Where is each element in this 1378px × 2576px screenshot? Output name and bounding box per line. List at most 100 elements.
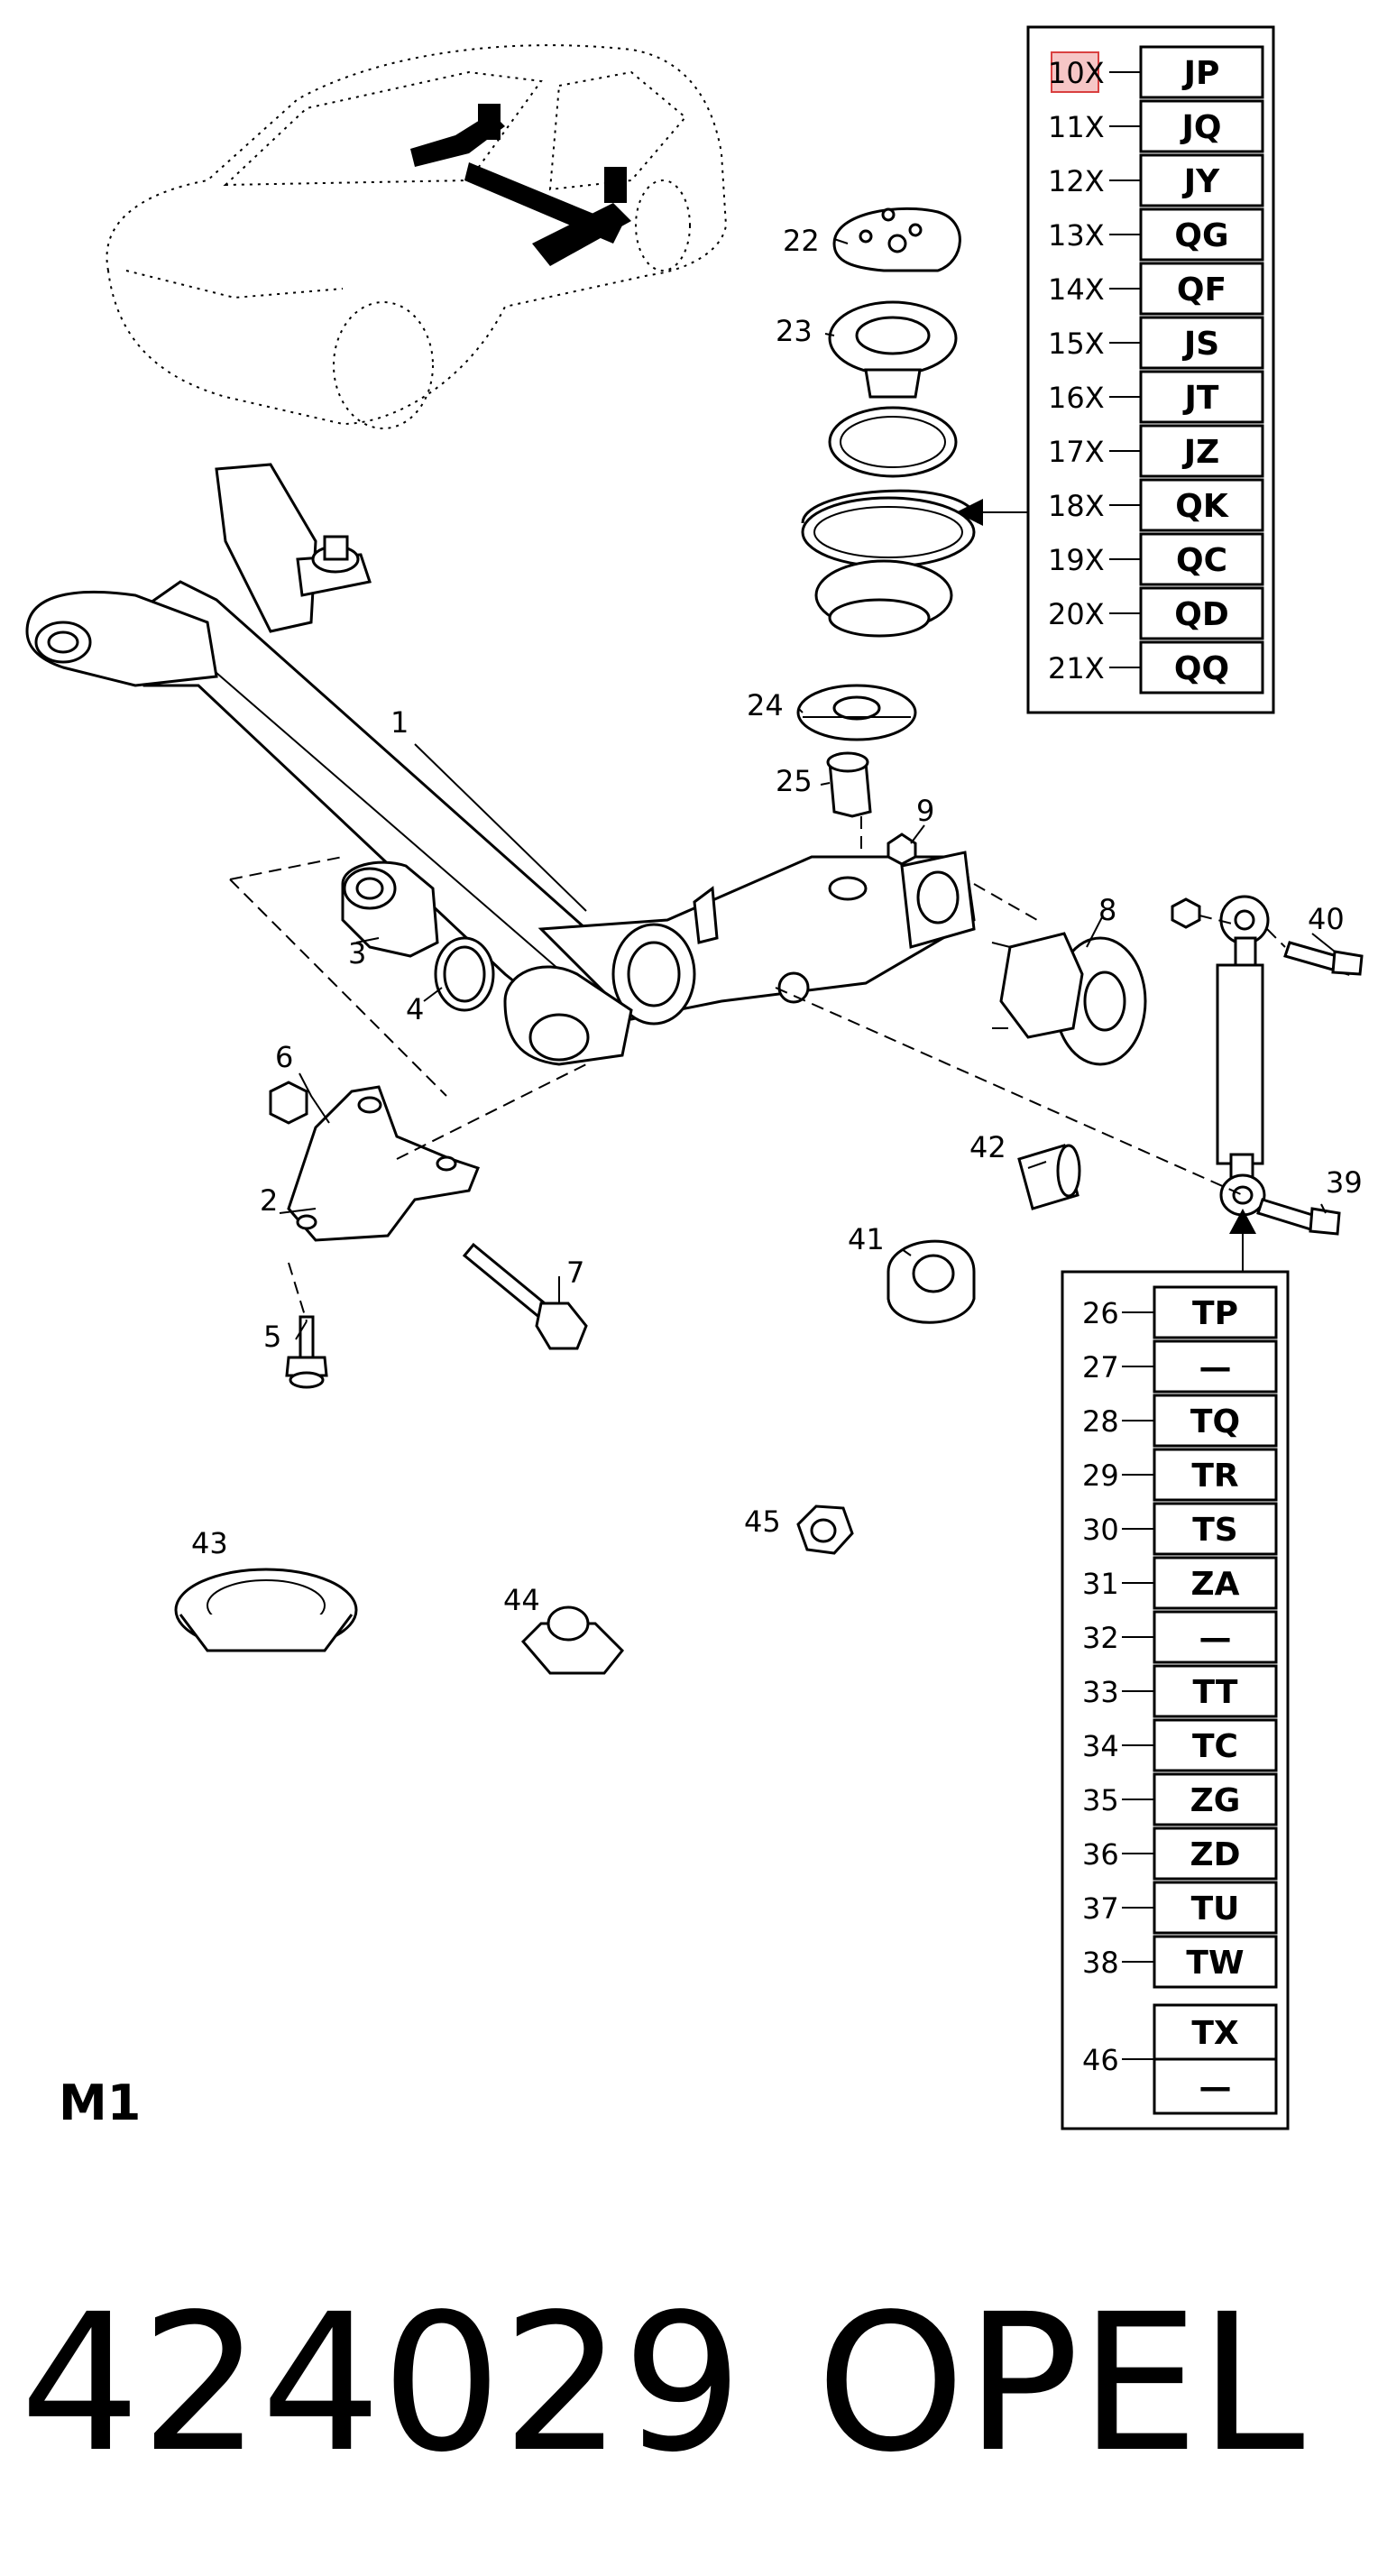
shock-table-row: 34 TC <box>1082 1718 1278 1772</box>
spring-ref: 15X <box>1048 327 1105 361</box>
sleeve-42 <box>1017 1144 1081 1210</box>
coil-spring <box>801 406 980 638</box>
spring-code: JT <box>1182 380 1219 417</box>
spring-code-cell <box>1139 532 1264 586</box>
shock-ref: 27 <box>1082 1350 1119 1385</box>
spring-code-cell <box>1139 316 1264 370</box>
cap-43 <box>174 1568 358 1652</box>
callout-5: 5 <box>263 1320 281 1354</box>
shock-code-cell <box>1153 1610 1278 1664</box>
shock-code: TC <box>1192 1728 1238 1765</box>
bolt-39 <box>1256 1198 1341 1236</box>
shock-code-cell <box>1153 1664 1278 1718</box>
rear-axle-beam <box>25 463 976 1066</box>
section-mark: M1 <box>59 2075 141 2131</box>
arrow-shock-table <box>1229 1209 1256 1272</box>
shock-code-cell <box>1153 1502 1278 1556</box>
shock-code: TW <box>1186 1945 1244 1982</box>
spring-ref: 12X <box>1048 164 1105 198</box>
spring-table-row: 19X QC <box>1048 532 1264 586</box>
shock-ref: 29 <box>1082 1458 1119 1493</box>
shock-code-cell <box>1153 1772 1278 1826</box>
spring-ref: 11X <box>1048 110 1105 144</box>
spring-ref: 10X <box>1048 56 1105 90</box>
spring-code: JS <box>1181 326 1219 363</box>
shock-code-cell <box>1153 1718 1278 1772</box>
spring-code-cell <box>1139 370 1264 424</box>
footer-brand: OPEL <box>816 2273 1305 2494</box>
shock-code: — <box>1199 1349 1232 1386</box>
shock-extra-code: — <box>1199 2069 1232 2106</box>
spring-mount-23 <box>828 300 958 399</box>
shock-code: TR <box>1191 1458 1238 1495</box>
leader-lines <box>229 238 1336 1340</box>
spring-code: QD <box>1174 596 1229 633</box>
spring-code: QG <box>1174 217 1228 254</box>
bump-stop-25 <box>826 751 872 818</box>
spring-seat-22 <box>832 207 961 272</box>
shock-ref: 32 <box>1082 1621 1119 1655</box>
bracket-2 <box>287 1085 480 1242</box>
shock-table-row: 32— <box>1082 1610 1278 1664</box>
car-illustration <box>106 44 728 429</box>
shock-table-row: 27 — <box>1082 1339 1278 1394</box>
spring-code-cell <box>1139 262 1264 316</box>
shock-code-cell <box>1153 1826 1278 1881</box>
arrow-spring-table <box>956 499 1028 526</box>
shock-code-cell <box>1153 1935 1278 1989</box>
spring-seat-24 <box>796 684 917 741</box>
shock-code-cell <box>1153 1394 1278 1448</box>
callout-4: 4 <box>406 992 424 1026</box>
callout-39: 39 <box>1326 1165 1363 1200</box>
nut-45 <box>796 1504 854 1555</box>
callout-43: 43 <box>191 1526 228 1560</box>
spring-code-cell <box>1139 586 1264 640</box>
shock-ref: 33 <box>1082 1675 1119 1709</box>
shock-ref: 37 <box>1082 1891 1119 1926</box>
ring-4 <box>434 936 495 1012</box>
shock-code-cell <box>1153 1448 1278 1502</box>
spring-code-cell <box>1139 424 1264 478</box>
bushing-41 <box>887 1239 976 1324</box>
callout-labels: 1 2 3 4 5 6 7 8 9 22 23 24 25 39 40 41 4… <box>191 224 1363 1617</box>
shock-code: TT <box>1193 1674 1238 1711</box>
spring-code: JZ <box>1181 434 1220 471</box>
callout-1: 1 <box>390 705 409 740</box>
shock-ref: 36 <box>1082 1837 1119 1872</box>
shock-ref: 28 <box>1082 1404 1119 1439</box>
spring-code-cell <box>1139 153 1264 207</box>
spring-code: QC <box>1176 542 1227 579</box>
highlight-marker <box>1051 51 1099 93</box>
spring-code: QF <box>1177 271 1226 308</box>
nut-9 <box>887 833 917 866</box>
shock-extra-code: TX <box>1191 2015 1239 2052</box>
spring-ref: 19X <box>1048 543 1105 577</box>
callout-22: 22 <box>783 224 820 258</box>
shock-ref: 34 <box>1082 1729 1119 1763</box>
callout-8: 8 <box>1098 893 1116 927</box>
shock-table-row: 33 TT <box>1082 1664 1278 1718</box>
shock-table-row: 29 TR <box>1082 1448 1278 1502</box>
callout-6: 6 <box>275 1040 293 1074</box>
shock-code-cell <box>1153 1881 1278 1935</box>
spring-code-cell <box>1139 99 1264 153</box>
callout-25: 25 <box>776 764 813 798</box>
clip-44 <box>520 1605 625 1675</box>
wheel-hub-8 <box>991 932 1147 1066</box>
shock-code-cell <box>1153 1556 1278 1610</box>
bushing-3 <box>341 860 439 958</box>
spring-code-cell <box>1139 45 1264 99</box>
spring-code-cell <box>1139 207 1264 262</box>
